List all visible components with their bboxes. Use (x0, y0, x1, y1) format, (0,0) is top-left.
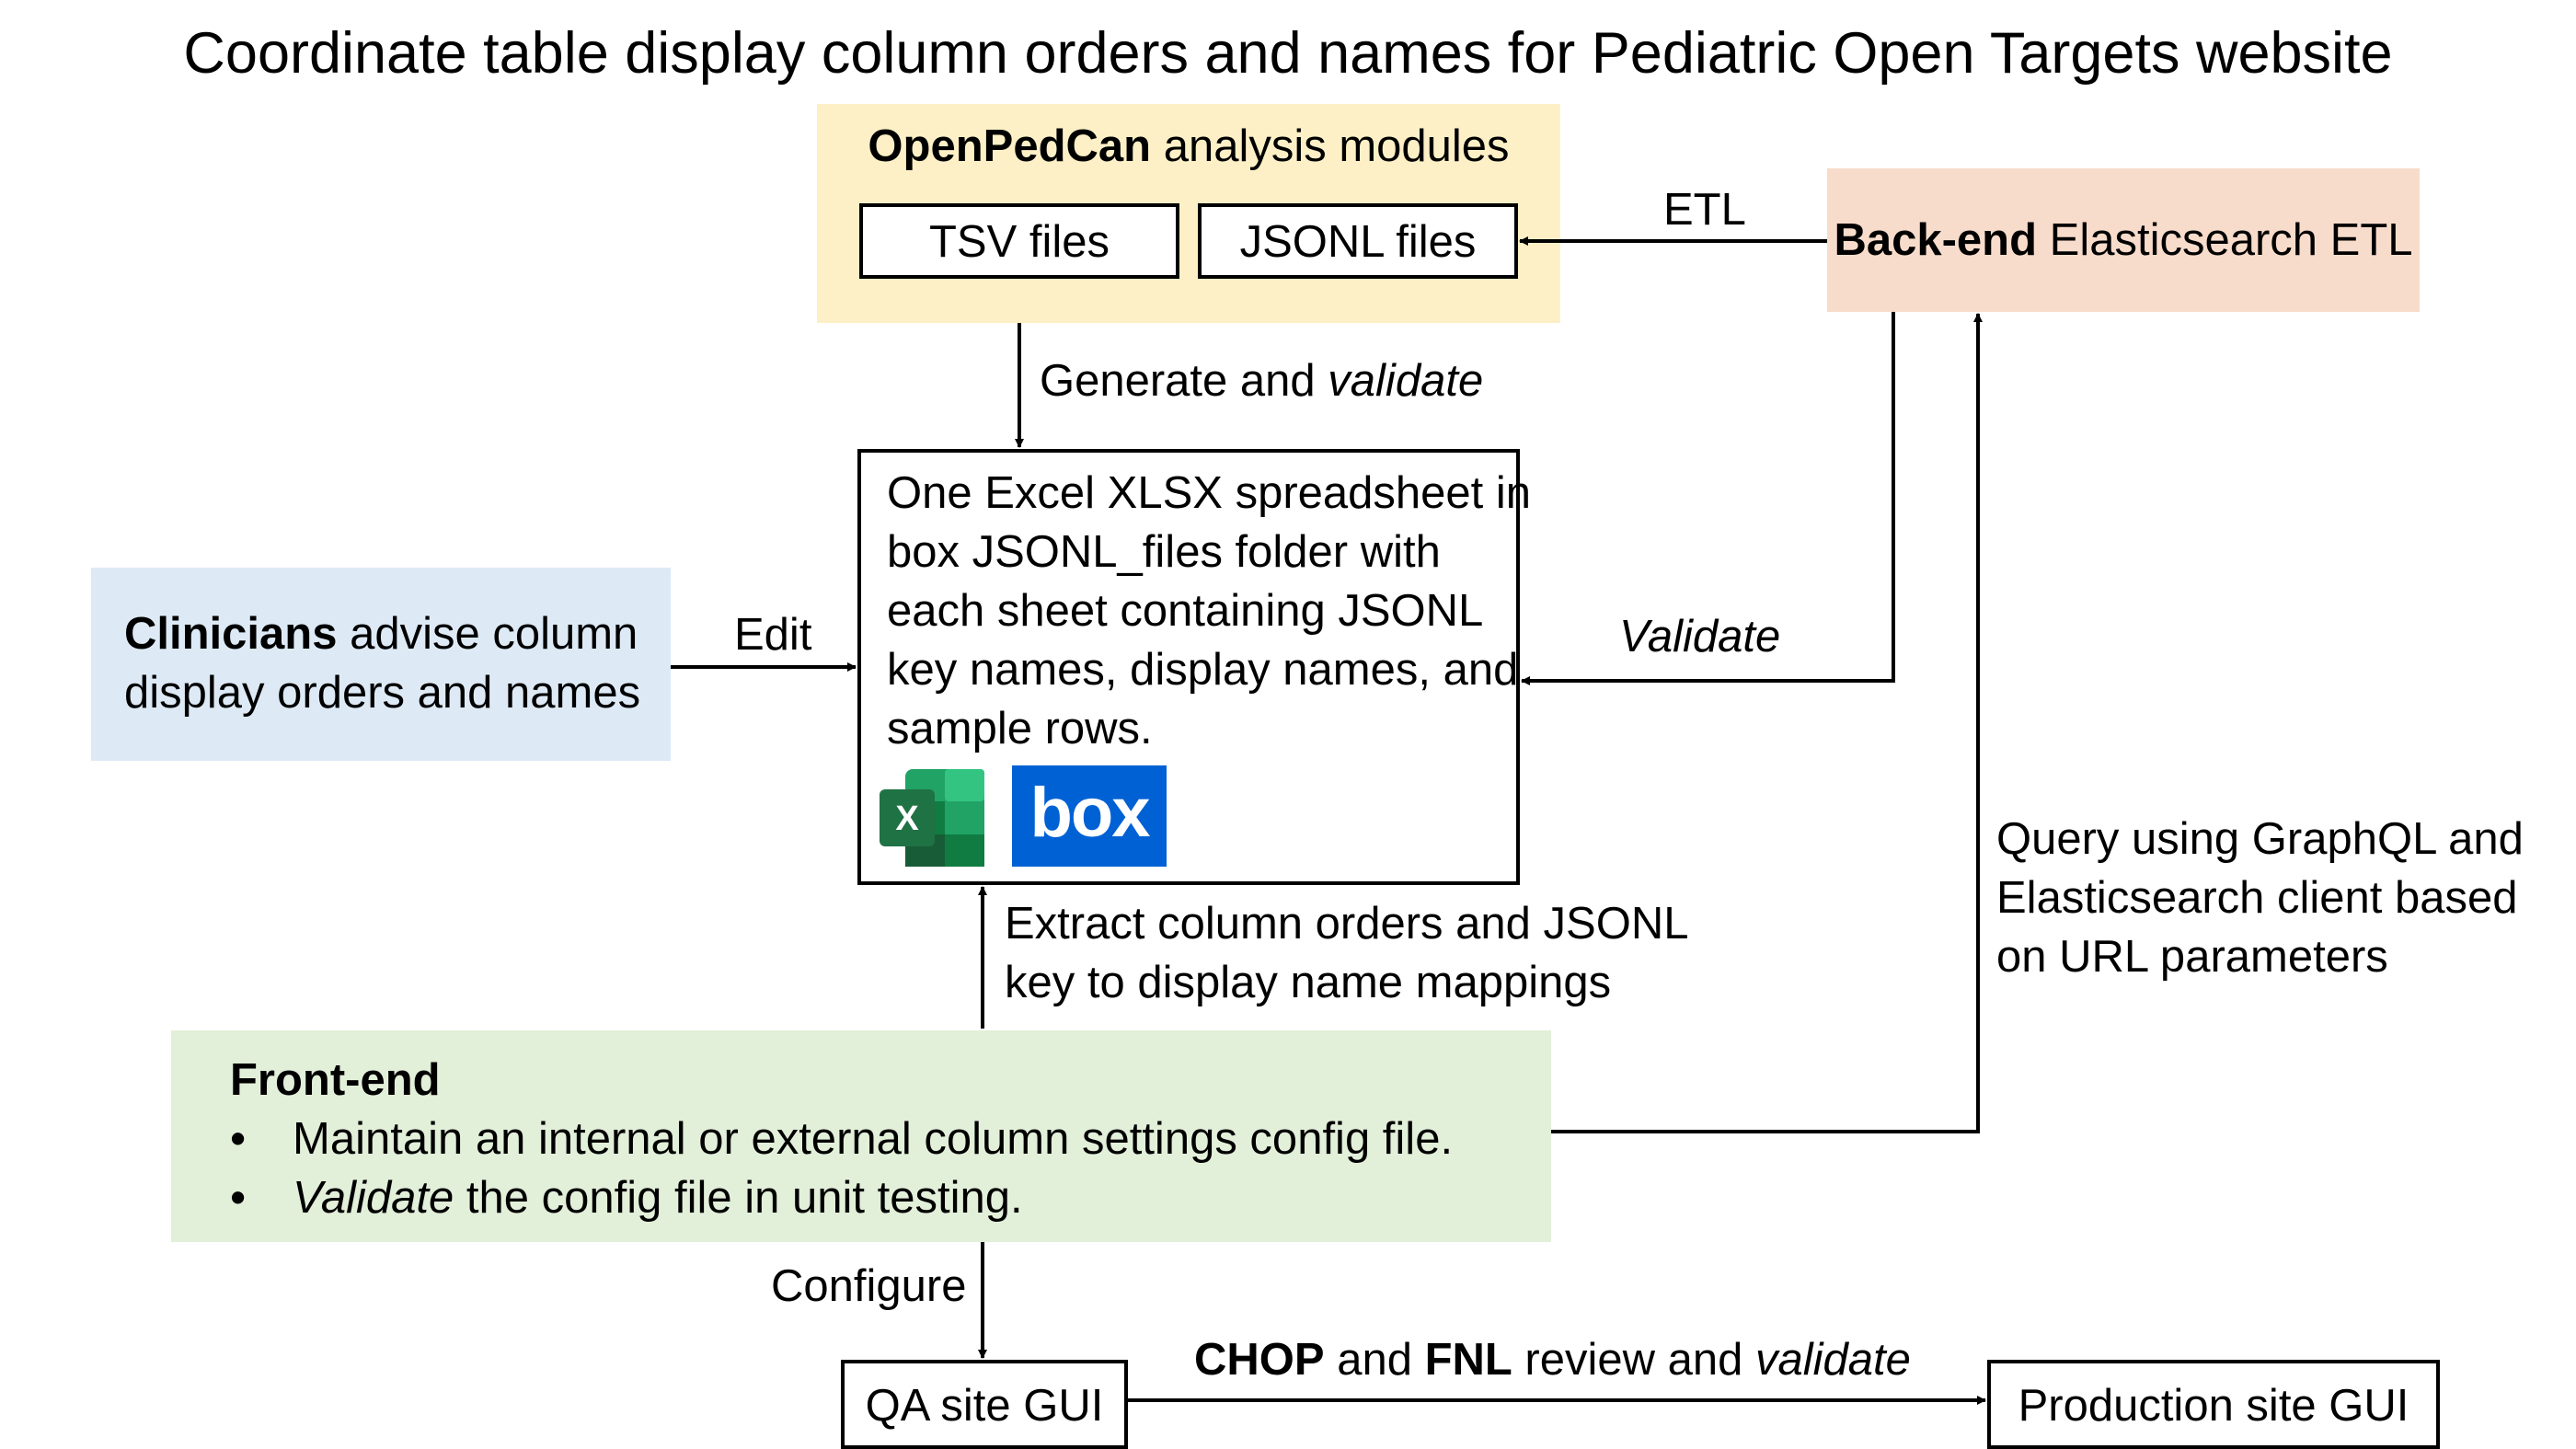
spreadsheet-line-4: key names, display names, and (887, 645, 1519, 695)
spreadsheet-line-3: each sheet containing JSONL (887, 586, 1484, 636)
box-logo-icon: box (1012, 765, 1167, 867)
clinicians-box: Clinicians advise column display orders … (91, 568, 671, 761)
openpedcan-title-rest: analysis modules (1151, 121, 1510, 171)
label-generate-text: Generate and (1040, 356, 1328, 406)
excel-logo-icon: X (880, 769, 984, 867)
frontend-bullet-2-rest: the config file in unit testing. (454, 1173, 1023, 1223)
spreadsheet-line-5: sample rows. (887, 704, 1153, 753)
backend-label-bold: Back-end (1834, 215, 2038, 265)
production-site-label: Production site GUI (2018, 1381, 2409, 1431)
frontend-heading: Front-end (230, 1051, 441, 1110)
frontend-box: Front-end • Maintain an internal or exter… (171, 1030, 1551, 1242)
backend-label-rest: Elasticsearch ETL (2037, 215, 2413, 265)
frontend-bullet-2-italic: Validate (293, 1173, 454, 1223)
label-review-fnl: FNL (1424, 1335, 1512, 1385)
frontend-bullet-1: • Maintain an internal or external column… (230, 1110, 1453, 1168)
label-validate: Validate (1619, 607, 1780, 666)
arrow-validate (1521, 312, 1895, 685)
label-extract-line-1: Extract column orders and JSONL (1005, 899, 1689, 949)
excel-logo-letter: X (895, 799, 919, 838)
clinicians-line2: display orders and names (124, 668, 641, 718)
bullet-dot-icon: • (230, 1114, 247, 1164)
label-generate-italic: validate (1328, 356, 1484, 406)
label-review-italic: validate (1755, 1335, 1911, 1385)
backend-box: Back-end Elasticsearch ETL (1827, 168, 2420, 312)
jsonl-files-label: JSONL files (1239, 217, 1477, 267)
spreadsheet-line-2: box JSONL_files folder with (887, 527, 1441, 577)
label-query-line-2: Elasticsearch client based (1996, 873, 2518, 923)
bullet-dot-icon: • (230, 1173, 247, 1223)
qa-site-box: QA site GUI (841, 1360, 1128, 1449)
arrow-query (1551, 313, 1983, 1133)
label-query-line-1: Query using GraphQL and (1996, 814, 2524, 864)
label-query-line-3: on URL parameters (1996, 932, 2388, 982)
label-edit: Edit (734, 610, 812, 660)
label-validate-italic: Validate (1619, 612, 1781, 661)
spreadsheet-box: One Excel XLSX spreadsheet in box JSONL_… (857, 449, 1531, 885)
qa-site-label: QA site GUI (865, 1381, 1104, 1431)
label-extract-line-2: key to display name mappings (1005, 958, 1612, 1007)
spreadsheet-line-1: One Excel XLSX spreadsheet in (887, 468, 1532, 518)
jsonl-files-box: JSONL files (1198, 203, 1518, 279)
box-logo-text: box (1029, 774, 1150, 852)
frontend-bullet-1-text: Maintain an internal or external column … (293, 1114, 1454, 1164)
tsv-files-box: TSV files (859, 203, 1179, 279)
production-site-box: Production site GUI (1987, 1360, 2440, 1449)
label-etl: ETL (1663, 185, 1746, 235)
tsv-files-label: TSV files (928, 217, 1110, 267)
backend-label: Back-end Elasticsearch ETL (1827, 211, 2420, 270)
label-review-rest: review and (1512, 1335, 1756, 1385)
frontend-bullet-2: • Validate the config file in unit testin… (230, 1168, 1023, 1227)
openpedcan-title: OpenPedCan analysis modules (817, 117, 1560, 176)
clinicians-bold: Clinicians (124, 609, 338, 659)
label-review-chop: CHOP (1194, 1335, 1325, 1385)
label-review: CHOP and FNL review and validate (1194, 1330, 1911, 1389)
clinicians-line1-rest: advise column (337, 609, 638, 659)
frontend-heading-bold: Front-end (230, 1055, 441, 1105)
label-generate: Generate and validate (1040, 351, 1483, 410)
clinicians-line1: Clinicians advise column (124, 604, 638, 663)
label-review-and: and (1324, 1335, 1425, 1385)
openpedcan-title-bold: OpenPedCan (868, 121, 1152, 171)
label-configure: Configure (771, 1261, 967, 1311)
diagram-title: Coordinate table display column orders a… (183, 21, 2393, 86)
